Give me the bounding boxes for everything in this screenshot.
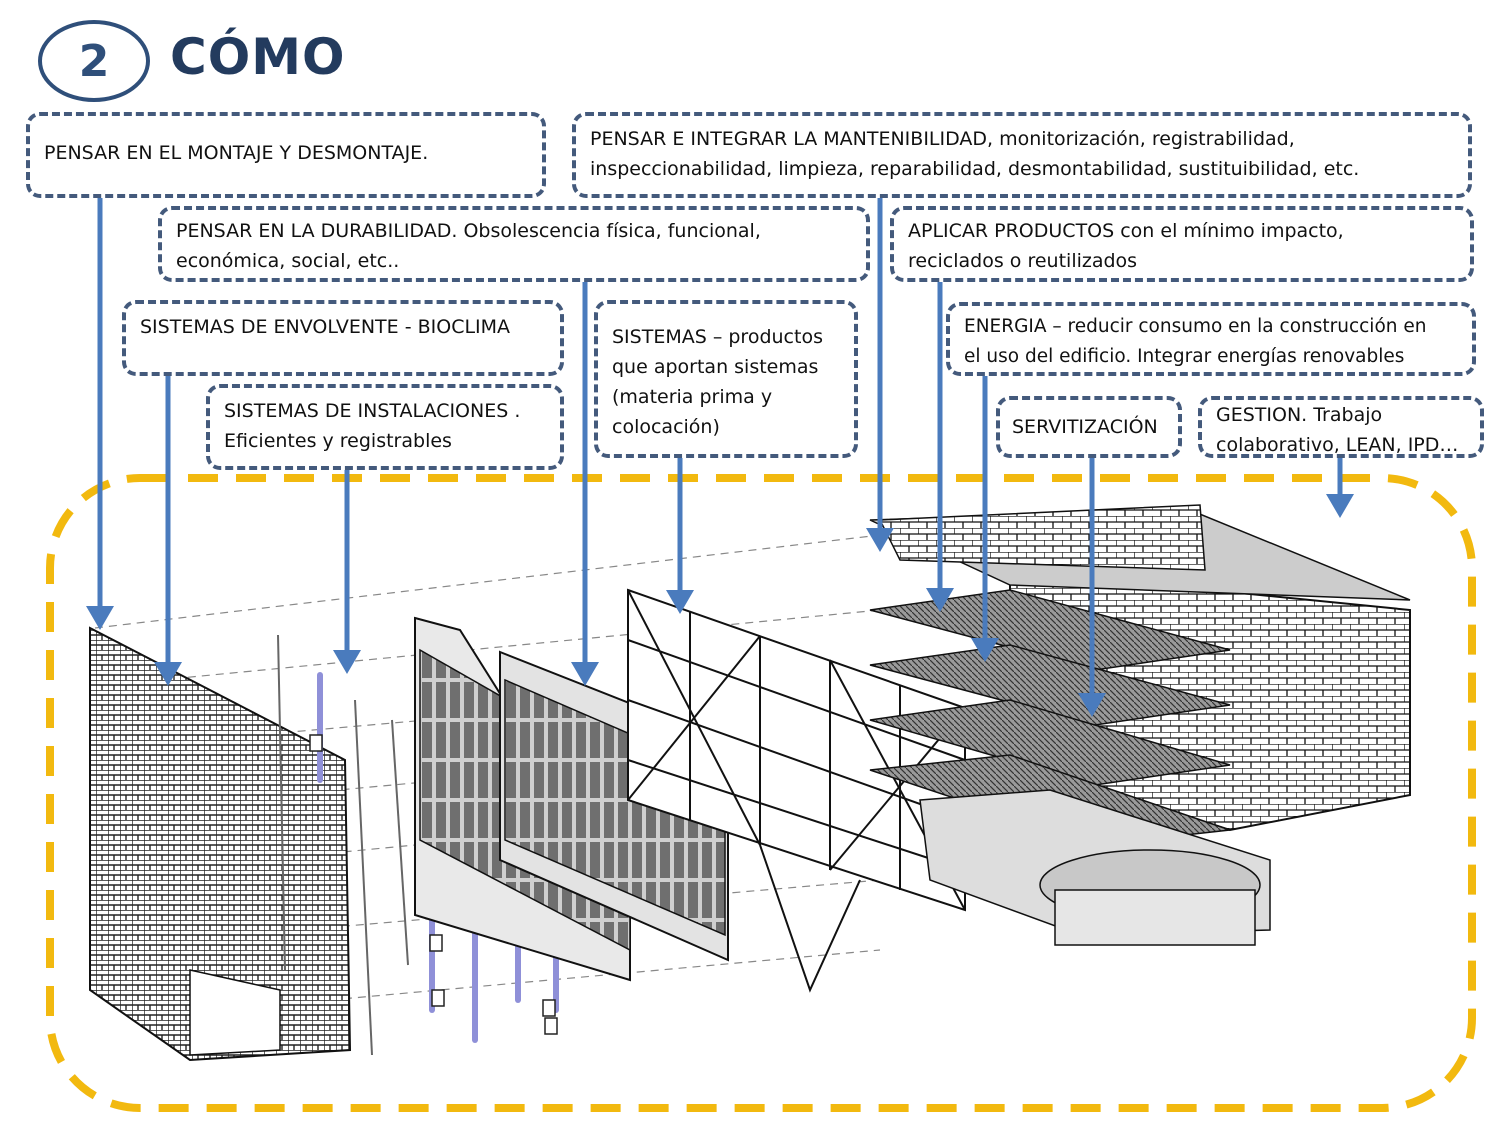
ground-plinth-base <box>1054 889 1256 946</box>
callout-energia: ENERGIA – reducir consumo en la construc… <box>946 302 1476 376</box>
callout-productos-line-2: reciclados o reutilizados <box>908 250 1138 272</box>
callout-mantenibilidad-line-1: PENSAR E INTEGRAR LA MANTENIBILIDAD, mon… <box>590 128 1295 150</box>
envelope-facade-cutout <box>189 969 281 1056</box>
connector-arrows <box>97 192 1343 703</box>
callout-sistemas-line-3: (materia prima y <box>612 386 773 408</box>
callout-envolvente-text: SISTEMAS DE ENVOLVENTE - BIOCLIMA <box>140 316 511 338</box>
callout-sistemas: SISTEMAS – productos que aportan sistema… <box>594 300 858 458</box>
callout-energia-line-2: el uso del edificio. Integrar energías r… <box>964 346 1405 367</box>
section-title: CÓMO <box>170 28 346 86</box>
callout-sistemas-line-1: SISTEMAS – productos <box>612 326 823 348</box>
yellow-frame <box>46 474 1476 1112</box>
arrow-heads <box>86 494 1354 717</box>
callout-sistemas-line-4: colocación) <box>612 416 720 438</box>
callout-servitizacion-text: SERVITIZACIÓN <box>1012 416 1158 438</box>
callout-montaje: PENSAR EN EL MONTAJE Y DESMONTAJE. <box>26 112 546 198</box>
callout-envolvente: SISTEMAS DE ENVOLVENTE - BIOCLIMA <box>122 300 564 376</box>
callout-instalaciones: SISTEMAS DE INSTALACIONES . Eficientes y… <box>206 384 564 470</box>
callout-gestion-line-1: GESTION. Trabajo <box>1216 404 1383 426</box>
callout-durabilidad-line-2: económica, social, etc.. <box>176 250 400 272</box>
installation-thin-lines <box>277 634 409 1056</box>
callout-mantenibilidad: PENSAR E INTEGRAR LA MANTENIBILIDAD, mon… <box>572 112 1472 198</box>
callout-servitizacion: SERVITIZACIÓN <box>996 396 1182 458</box>
callout-gestion-line-2: colaborativo, LEAN, IPD… <box>1216 434 1459 456</box>
callout-montaje-text: PENSAR EN EL MONTAJE Y DESMONTAJE. <box>44 142 429 164</box>
section-number-badge: 2 <box>38 20 150 102</box>
callout-instalaciones-line-1: SISTEMAS DE INSTALACIONES . <box>224 400 521 422</box>
callout-durabilidad-line-1: PENSAR EN LA DURABILIDAD. Obsolescencia … <box>176 220 761 242</box>
callout-productos-line-1: APLICAR PRODUCTOS con el mínimo impacto, <box>908 220 1344 242</box>
callout-energia-line-1: ENERGIA – reducir consumo en la construc… <box>964 316 1427 337</box>
callout-sistemas-line-2: que aportan sistemas <box>612 356 819 378</box>
callout-instalaciones-line-2: Eficientes y registrables <box>224 430 452 452</box>
callout-mantenibilidad-line-2: inspeccionabilidad, limpieza, reparabili… <box>590 158 1360 180</box>
callout-durabilidad: PENSAR EN LA DURABILIDAD. Obsolescencia … <box>158 206 870 282</box>
roof-equipment <box>878 504 1206 571</box>
callout-gestion: GESTION. Trabajo colaborativo, LEAN, IPD… <box>1198 396 1484 458</box>
callout-productos: APLICAR PRODUCTOS con el mínimo impacto,… <box>890 206 1474 282</box>
